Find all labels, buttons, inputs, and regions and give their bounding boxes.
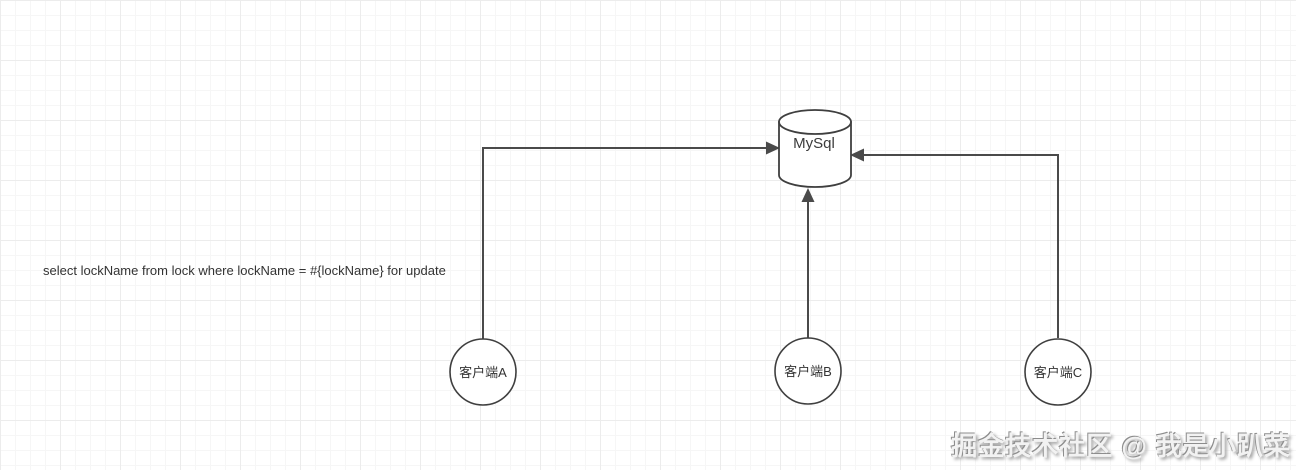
cylinder-top	[778, 109, 852, 135]
arrowhead-right-icon	[766, 141, 780, 155]
client-a-circle	[449, 338, 517, 406]
client-b-circle	[774, 337, 842, 405]
client-a-label: 客户端A	[459, 365, 507, 380]
edge-client-a-to-mysql[interactable]	[482, 141, 780, 340]
edge-client-c-to-mysql[interactable]	[850, 148, 1059, 339]
client-c-label: 客户端C	[1034, 365, 1082, 380]
client-b-node[interactable]: 客户端B	[774, 337, 842, 405]
mysql-label: MySql	[793, 135, 835, 152]
client-a-node[interactable]: 客户端A	[449, 338, 517, 406]
watermark-text: 掘金技术社区 @ 我是小趴菜	[951, 431, 1291, 461]
cylinder-body	[778, 121, 852, 188]
arrowhead-up-icon	[801, 188, 815, 202]
sql-query-label[interactable]: select lockName from lock where lockName…	[43, 263, 446, 278]
client-b-label: 客户端B	[784, 364, 832, 379]
client-c-circle	[1024, 338, 1092, 406]
edge-client-b-to-mysql[interactable]	[801, 188, 815, 338]
client-c-node[interactable]: 客户端C	[1024, 338, 1092, 406]
mysql-database-node[interactable]: MySql	[778, 109, 852, 188]
arrowhead-left-icon	[850, 148, 864, 162]
